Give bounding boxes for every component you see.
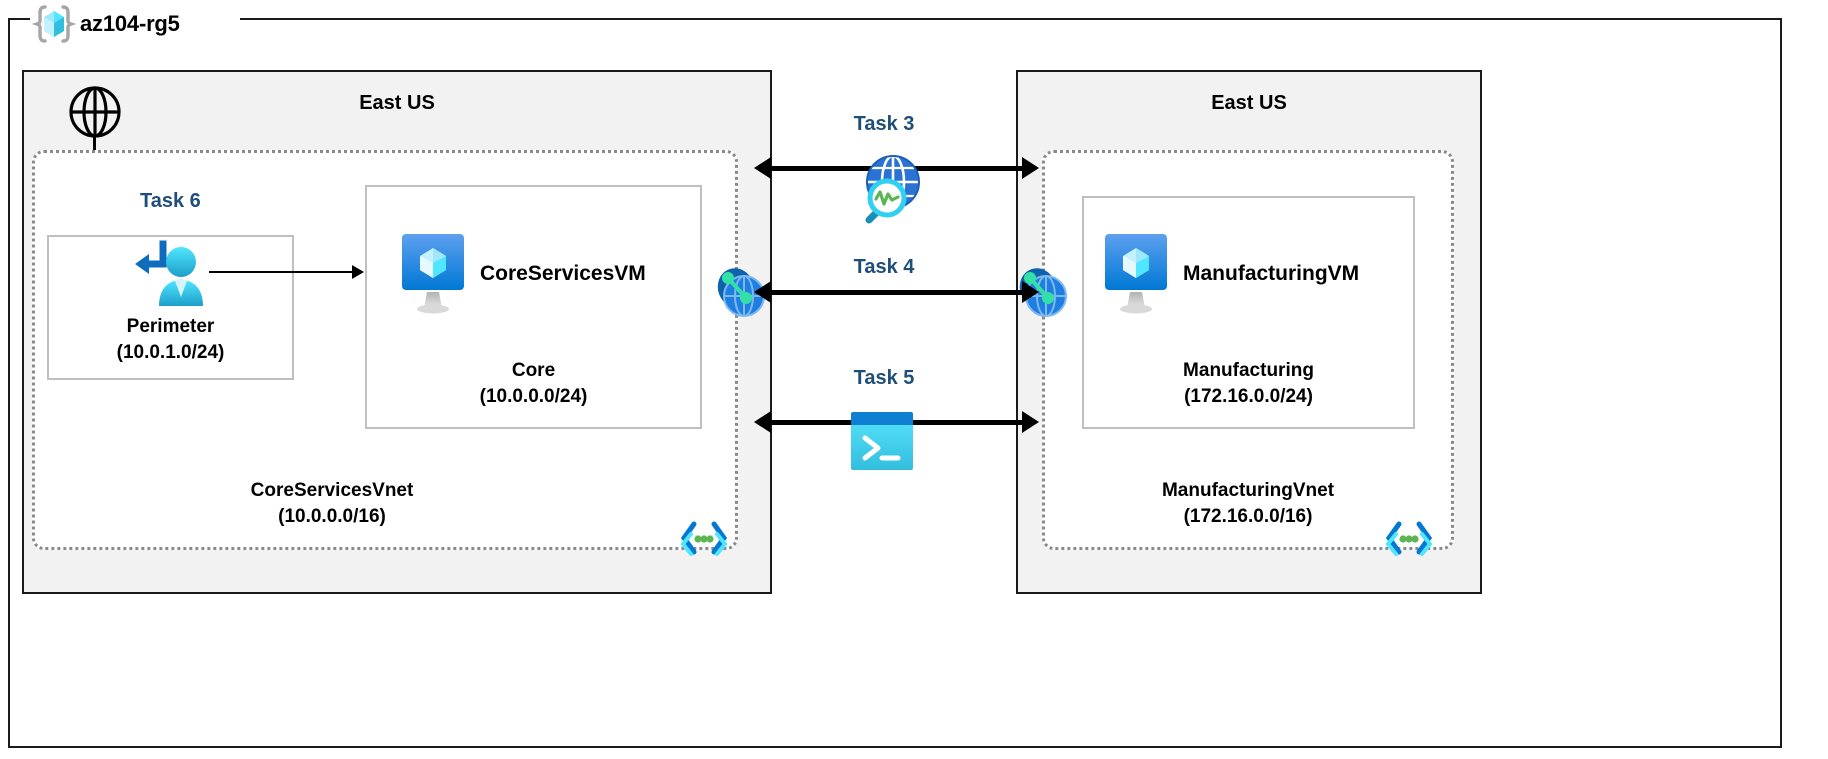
vm-coreservices-name: CoreServicesVM — [480, 262, 646, 285]
vnet-coreservices-name: CoreServicesVnet — [250, 480, 414, 501]
task-label-3: Task 3 — [853, 113, 915, 135]
subnet-manufacturing-cidr: (172.16.0.0/24) — [1184, 385, 1313, 407]
region-label-left: East US — [359, 92, 435, 114]
cloud-shell-terminal-icon — [851, 412, 913, 470]
virtual-machine-icon — [400, 232, 466, 316]
network-watcher-icon — [843, 148, 927, 232]
vm-coreservices: CoreServicesVM — [400, 232, 646, 316]
subnet-core-cidr: (10.0.0.0/24) — [479, 385, 588, 407]
vnet-coreservices-caption: CoreServicesVnet (10.0.0.0/16) — [32, 478, 632, 529]
task-label-6: Task 6 — [140, 190, 201, 212]
vnet-manufacturing-name: ManufacturingVnet — [1161, 480, 1335, 501]
vm-manufacturing: ManufacturingVM — [1103, 232, 1359, 316]
center-task-3: Task 3 — [822, 113, 946, 142]
virtual-machine-icon — [1103, 232, 1169, 316]
task4-arrowhead-right — [1022, 281, 1039, 303]
resource-group-frame — [8, 18, 1782, 748]
vm-manufacturing-name: ManufacturingVM — [1183, 262, 1360, 285]
subnet-manufacturing-caption: Manufacturing (172.16.0.0/24) — [1082, 358, 1415, 409]
azure-resource-group-icon — [32, 2, 76, 46]
subnet-manufacturing-name: Manufacturing — [1183, 360, 1314, 381]
subnet-perimeter-caption: Perimeter (10.0.1.0/24) — [47, 314, 294, 365]
vnet-coreservices-cidr: (10.0.0.0/16) — [278, 505, 386, 527]
vnet-manufacturing-cidr: (172.16.0.0/16) — [1183, 505, 1313, 527]
subnet-perimeter-name: Perimeter — [126, 316, 215, 337]
task4-arrowhead-left — [754, 281, 771, 303]
region-label-right: East US — [1211, 92, 1287, 114]
perimeter-to-core-arrowhead — [352, 265, 364, 279]
center-task-4: Task 4 — [822, 256, 946, 285]
perimeter-to-core-line — [209, 271, 352, 273]
subnet-brackets-icon — [680, 518, 728, 558]
subnet-core-caption: Core (10.0.0.0/24) — [365, 358, 702, 409]
task4-connector-line — [770, 290, 1028, 295]
globe-icon — [67, 84, 123, 140]
resource-group-title: az104-rg5 — [32, 2, 180, 46]
task5-arrowhead-right — [1022, 411, 1039, 433]
user-redirect-icon — [131, 240, 215, 312]
task5-arrowhead-left — [754, 411, 771, 433]
subnet-brackets-icon-right — [1385, 518, 1433, 558]
resource-group-name: az104-rg5 — [80, 11, 180, 36]
resource-group-title-mask — [30, 6, 240, 32]
subnet-core-name: Core — [511, 360, 556, 381]
center-task-5: Task 5 — [822, 367, 946, 396]
task3-arrowhead-right — [1022, 157, 1039, 179]
vnet-manufacturing-caption: ManufacturingVnet (172.16.0.0/16) — [1042, 478, 1454, 529]
task-label-4: Task 4 — [853, 256, 915, 278]
task3-arrowhead-left — [754, 157, 771, 179]
task-label-5: Task 5 — [853, 367, 915, 389]
subnet-perimeter-cidr: (10.0.1.0/24) — [116, 341, 225, 363]
